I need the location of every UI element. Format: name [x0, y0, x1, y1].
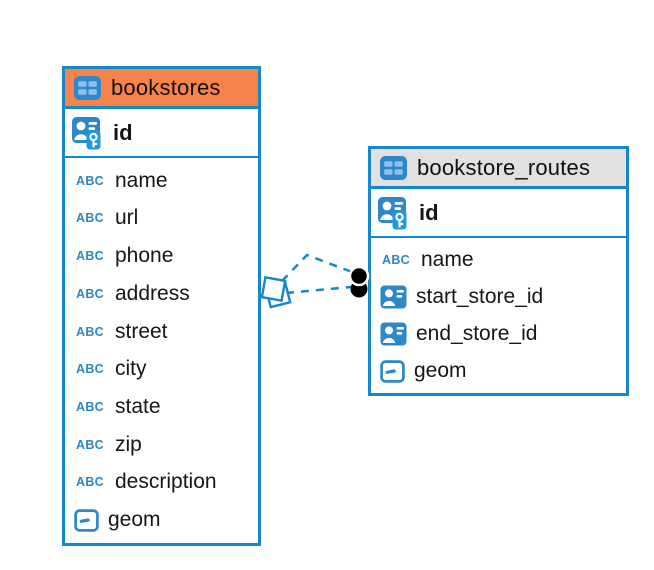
column-row-city[interactable]: ABC city: [65, 351, 258, 387]
column-row-geom[interactable]: geom: [65, 502, 258, 538]
column-row-street[interactable]: ABC street: [65, 314, 258, 350]
column-name: city: [115, 357, 147, 381]
text-type-icon: ABC: [76, 400, 104, 415]
geometry-type-icon: [74, 508, 99, 532]
column-name: end_store_id: [416, 322, 538, 345]
column-name: zip: [115, 432, 142, 456]
table-icon: [379, 155, 408, 181]
column-name: id: [419, 199, 439, 225]
table-header-bookstore_routes[interactable]: bookstore_routes: [371, 149, 626, 189]
column-row-geom[interactable]: geom: [371, 353, 626, 389]
text-type-icon: ABC: [76, 362, 104, 377]
column-name: description: [115, 470, 217, 494]
column-row-description[interactable]: ABC description: [65, 464, 258, 500]
table-icon: [73, 75, 102, 101]
column-name: phone: [115, 244, 174, 268]
column-name: geom: [108, 508, 161, 532]
text-type-icon: ABC: [76, 437, 104, 452]
text-type-icon: ABC: [76, 286, 104, 301]
column-row-id[interactable]: id: [65, 109, 258, 158]
text-type-icon: ABC: [76, 249, 104, 264]
relationship-source-symbol[interactable]: [260, 276, 292, 309]
table-name: bookstore_routes: [417, 154, 591, 180]
table-name: bookstores: [111, 74, 221, 100]
column-row-zip[interactable]: ABC zip: [65, 427, 258, 463]
column-name: id: [113, 119, 133, 145]
relationship-target-dots[interactable]: [348, 265, 370, 298]
column-row-end_store_id[interactable]: end_store_id: [371, 316, 626, 352]
column-row-state[interactable]: ABC state: [65, 389, 258, 425]
reference-column-icon: [380, 322, 407, 346]
column-row-address[interactable]: ABC address: [65, 276, 258, 312]
column-name: address: [115, 281, 190, 305]
column-row-url[interactable]: ABC url: [65, 200, 258, 236]
text-type-icon: ABC: [76, 324, 104, 339]
column-row-phone[interactable]: ABC phone: [65, 238, 258, 274]
text-type-icon: ABC: [76, 173, 104, 188]
text-type-icon: ABC: [76, 211, 104, 226]
text-type-icon: ABC: [76, 475, 104, 490]
relationship-line-lower[interactable]: [285, 285, 352, 295]
column-name: start_store_id: [416, 285, 544, 308]
column-name: street: [115, 319, 168, 343]
column-row-id[interactable]: id: [371, 189, 626, 238]
primary-key-icon: [71, 115, 105, 151]
reference-column-icon: [380, 285, 407, 309]
column-name: geom: [414, 359, 467, 382]
column-name: name: [115, 168, 168, 192]
column-row-name[interactable]: ABC name: [371, 242, 626, 278]
column-row-name[interactable]: ABC name: [65, 163, 258, 199]
column-name: state: [115, 395, 161, 419]
column-name: name: [421, 248, 474, 271]
primary-key-icon: [377, 195, 411, 231]
text-type-icon: ABC: [382, 253, 410, 267]
table-header-bookstores[interactable]: bookstores: [65, 69, 258, 109]
relationship-line-upper[interactable]: [281, 253, 353, 282]
geometry-type-icon: [380, 359, 405, 383]
column-row-start_store_id[interactable]: start_store_id: [371, 279, 626, 315]
column-name: url: [115, 206, 139, 230]
